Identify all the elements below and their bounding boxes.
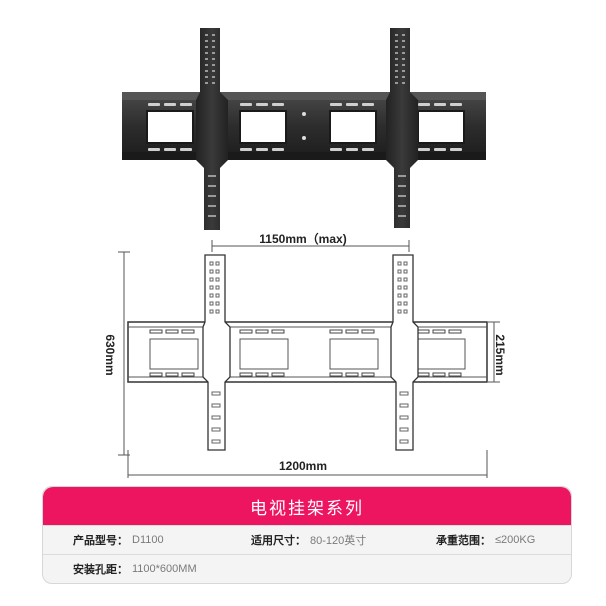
spec-label: 承重范围： <box>436 535 491 547</box>
dimension-bottom-width: 1200mm <box>278 459 328 473</box>
dimension-top-width: 1150mm（max) <box>259 232 347 246</box>
spec-item-size: 适用尺寸： 80-120英寸 <box>233 532 418 548</box>
spec-label: 适用尺寸： <box>251 535 306 547</box>
spec-title: 电视挂架系列 <box>43 487 571 525</box>
spec-label: 产品型号： <box>73 535 128 547</box>
spec-panel: 电视挂架系列 产品型号： D1100 适用尺寸： 80-120英寸 承重范围： … <box>42 486 572 584</box>
spec-row: 安装孔距： 1100*600MM <box>43 554 571 583</box>
spec-label: 安装孔距： <box>73 564 128 576</box>
mount-photo <box>122 28 486 230</box>
spec-item-hole-spacing: 安装孔距： 1100*600MM <box>43 561 233 577</box>
spec-item-load: 承重范围： ≤200KG <box>418 532 571 548</box>
mount-line-drawing <box>118 240 500 478</box>
dimension-height-right: 215mm <box>493 334 507 376</box>
tv-mount-illustration <box>118 28 500 478</box>
dimension-height-left: 630mm <box>103 334 117 376</box>
spec-value: ≤200KG <box>495 534 536 546</box>
spec-value: 80-120英寸 <box>310 535 367 547</box>
spec-row: 产品型号： D1100 适用尺寸： 80-120英寸 承重范围： ≤200KG <box>43 525 571 554</box>
spec-value: D1100 <box>132 534 164 546</box>
spec-value: 1100*600MM <box>132 563 197 575</box>
spec-item-model: 产品型号： D1100 <box>43 532 233 548</box>
